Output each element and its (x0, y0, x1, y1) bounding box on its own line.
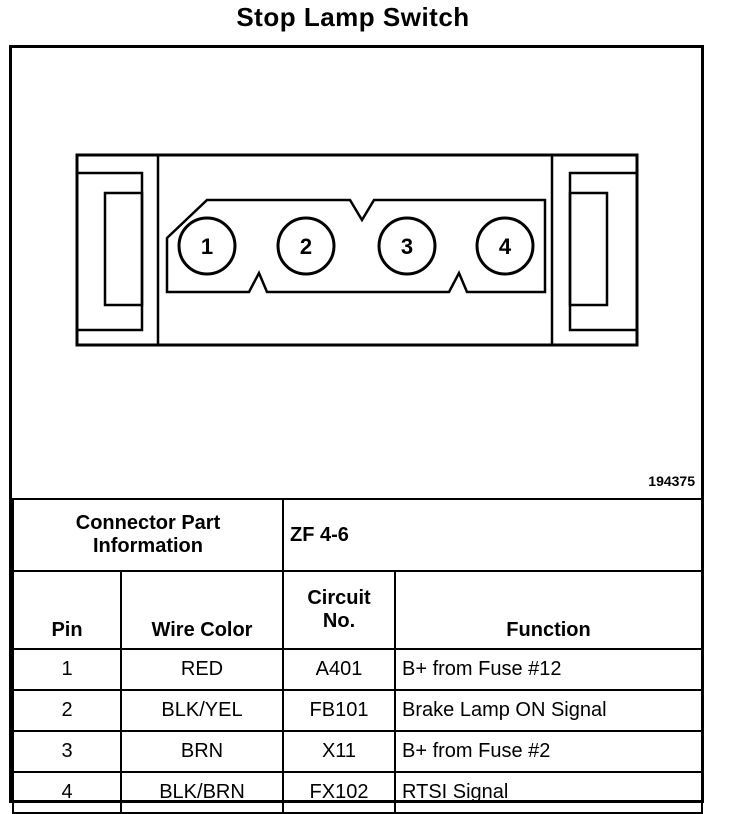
connector-info-value: ZF 4-6 (282, 498, 704, 572)
pin-2-circle (276, 216, 336, 276)
wire-color-cell: BLK/YEL (119, 689, 285, 732)
left-latch (77, 171, 144, 332)
header-circuit: Circuit No. (282, 570, 397, 650)
pin-cavity (165, 198, 547, 294)
header-wire-color: Wire Color (119, 570, 285, 650)
connector-diagram: 1 2 3 4 194375 (12, 48, 701, 498)
pin-4-label: 4 (499, 234, 512, 259)
pin-1-circle (177, 216, 237, 276)
table-header-row: Pin Wire Color Circuit No. Function (12, 570, 704, 650)
function-cell: RTSI Signal (394, 771, 704, 814)
connector-drawing: 1 2 3 4 (75, 153, 639, 347)
connector-info-label: Connector Part Information (11, 498, 285, 572)
circuit-cell: X11 (282, 730, 397, 773)
pin-4: 4 (475, 216, 535, 276)
pin-2: 2 (276, 216, 336, 276)
function-cell: B+ from Fuse #12 (394, 648, 704, 691)
pin-cell: 2 (12, 689, 122, 732)
pin-3-label: 3 (401, 234, 413, 259)
pin-1: 1 (177, 216, 237, 276)
connector-info-row: Connector Part Information ZF 4-6 (11, 498, 704, 572)
pin-1-label: 1 (201, 234, 213, 259)
right-latch-window (568, 191, 609, 307)
header-function: Function (394, 570, 704, 650)
right-latch (568, 171, 637, 332)
pin-3-circle (377, 216, 437, 276)
circuit-cell: A401 (282, 648, 397, 691)
circuit-cell: FB101 (282, 689, 397, 732)
connector-sheet: 1 2 3 4 194375 Connector Part Infor (9, 45, 704, 814)
pin-4-circle (475, 216, 535, 276)
pin-3: 3 (377, 216, 437, 276)
pin-2-label: 2 (300, 234, 312, 259)
table-row: 1 RED A401 B+ from Fuse #12 (12, 648, 704, 691)
connector-body (75, 153, 639, 347)
pin-cell: 1 (12, 648, 122, 691)
wire-color-cell: BRN (119, 730, 285, 773)
function-cell: Brake Lamp ON Signal (394, 689, 704, 732)
pin-cell: 3 (12, 730, 122, 773)
circuit-cell: FX102 (282, 771, 397, 814)
wire-color-cell: BLK/BRN (119, 771, 285, 814)
pinout-table: Connector Part Information ZF 4-6 Pin Wi… (11, 498, 704, 814)
header-pin: Pin (12, 570, 122, 650)
wire-color-cell: RED (119, 648, 285, 691)
part-number: 194375 (648, 473, 695, 489)
table-row: 4 BLK/BRN FX102 RTSI Signal (12, 771, 704, 814)
function-cell: B+ from Fuse #2 (394, 730, 704, 773)
table-row: 3 BRN X11 B+ from Fuse #2 (12, 730, 704, 773)
left-latch-window (103, 191, 144, 307)
table-row: 2 BLK/YEL FB101 Brake Lamp ON Signal (12, 689, 704, 732)
pin-cell: 4 (12, 771, 122, 814)
page-title: Stop Lamp Switch (236, 2, 470, 32)
